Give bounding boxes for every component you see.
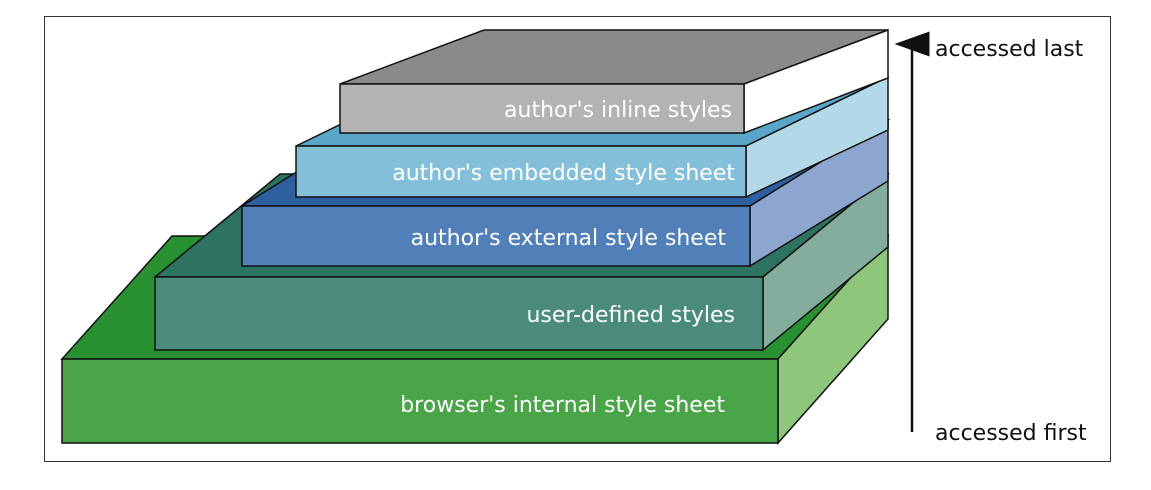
accessed-last-label: accessed last (935, 37, 1084, 62)
layer-user-defined-front (154, 276, 764, 351)
layer-author-external-label: author's external style sheet (411, 226, 727, 251)
layer-author-embedded-label: author's embedded style sheet (392, 161, 735, 186)
layer-author-inline: author's inline styles (339, 28, 889, 135)
accessed-first-label: accessed first (935, 421, 1087, 446)
layer-browser-internal-label: browser's internal style sheet (400, 393, 725, 418)
layer-author-external-front (241, 205, 751, 267)
layer-author-inline-label: author's inline styles (504, 98, 732, 123)
layer-browser-internal-front (61, 358, 779, 444)
layer-author-inline-front (339, 83, 745, 134)
layer-user-defined-label: user-defined styles (526, 303, 735, 328)
layer-author-embedded-front (295, 145, 747, 198)
